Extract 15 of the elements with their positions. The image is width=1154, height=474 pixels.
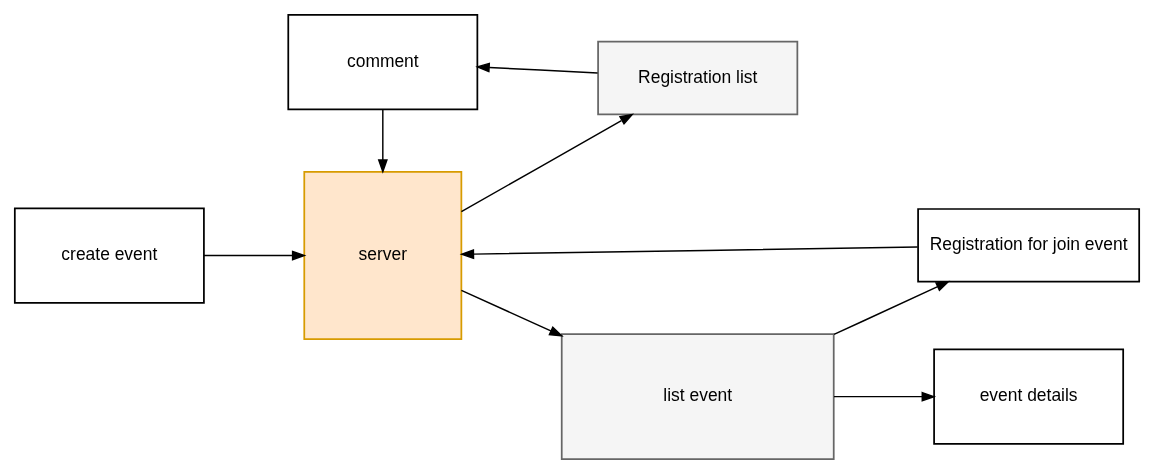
arrow <box>460 289 564 337</box>
arrow <box>475 62 599 74</box>
arrow <box>833 280 951 336</box>
arrow <box>459 246 919 260</box>
arrow <box>377 108 388 174</box>
node-box: Registration for join event <box>917 208 1141 283</box>
node-box: create event <box>13 207 205 304</box>
arrow <box>203 250 307 261</box>
node-box: Registration list <box>597 40 799 116</box>
node-box: server <box>303 171 463 341</box>
arrow <box>833 391 937 402</box>
arrow <box>460 113 634 213</box>
node-box: comment <box>287 13 479 111</box>
node-box: list event <box>560 333 835 461</box>
node-box: event details <box>933 348 1125 445</box>
